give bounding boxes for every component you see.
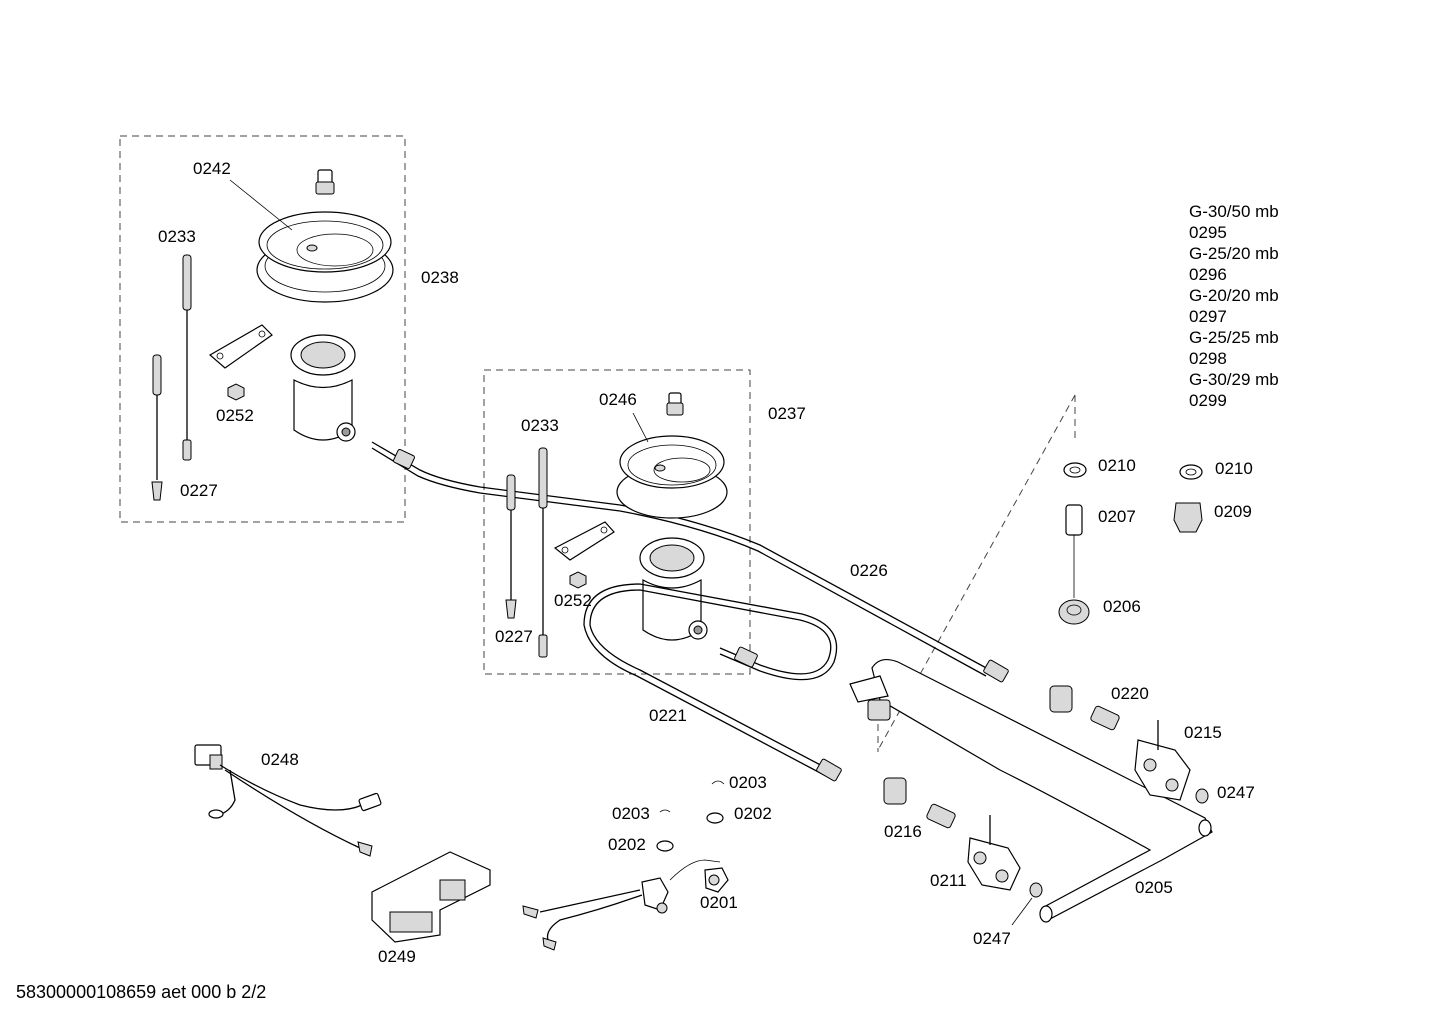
part-label-0247-a: 0247 bbox=[1217, 783, 1255, 802]
burner-body-a bbox=[290, 334, 356, 442]
part-label-0221: 0221 bbox=[649, 706, 687, 725]
legend-line: G-30/29 mb bbox=[1189, 370, 1279, 389]
legend-line: G-25/25 mb bbox=[1189, 328, 1279, 347]
bracket-a bbox=[208, 324, 273, 369]
washer-0247-a bbox=[1195, 788, 1209, 804]
nut-0252-a bbox=[227, 383, 245, 401]
fitting-0209 bbox=[1173, 502, 1203, 533]
part-label-0252-b: 0252 bbox=[554, 591, 592, 610]
nipple-0216 bbox=[883, 777, 956, 829]
injector-nozzle-top-b bbox=[666, 392, 684, 416]
gas-valve-0215 bbox=[1134, 720, 1191, 801]
thermocouple-0233-b bbox=[538, 447, 548, 658]
injector-bracket bbox=[849, 675, 891, 721]
part-label-0216: 0216 bbox=[884, 822, 922, 841]
part-label-0210-b: 0210 bbox=[1215, 459, 1253, 478]
washer-0247-b bbox=[1011, 882, 1043, 926]
ignition-module-0249 bbox=[371, 851, 491, 943]
part-label-0203-a: 0203 bbox=[729, 773, 767, 792]
burner-cap-0246 bbox=[616, 412, 728, 519]
washer-0210-b bbox=[1179, 464, 1203, 480]
gas-pipe-0221 bbox=[583, 583, 842, 782]
gas-type-legend: G-30/50 mb 0295 G-25/20 mb 0296 G-20/20 … bbox=[1189, 201, 1279, 411]
legend-line: 0295 bbox=[1189, 223, 1227, 242]
document-footer-id: 58300000108659 aet 000 b 2/2 bbox=[16, 982, 267, 1002]
ignition-switch-0201 bbox=[522, 859, 729, 951]
gas-valve-0211 bbox=[967, 815, 1021, 891]
part-label-0248: 0248 bbox=[261, 750, 299, 769]
legend-line: G-30/50 mb bbox=[1189, 202, 1279, 221]
manifold-pipe-0205 bbox=[871, 658, 1213, 923]
washer-0202 bbox=[656, 812, 724, 852]
legend-line: 0296 bbox=[1189, 265, 1227, 284]
legend-line: G-25/20 mb bbox=[1189, 244, 1279, 263]
part-label-0206: 0206 bbox=[1103, 597, 1141, 616]
part-label-0202-a: 0202 bbox=[734, 804, 772, 823]
part-label-0242: 0242 bbox=[193, 159, 231, 178]
part-label-0207: 0207 bbox=[1098, 507, 1136, 526]
part-label-0233-a: 0233 bbox=[158, 227, 196, 246]
ignition-electrode-0227-a bbox=[151, 354, 163, 501]
legend-line: 0299 bbox=[1189, 391, 1227, 410]
part-label-0249: 0249 bbox=[378, 947, 416, 966]
part-label-0227-b: 0227 bbox=[495, 627, 533, 646]
part-label-0201: 0201 bbox=[700, 893, 738, 912]
bracket-b bbox=[553, 521, 615, 561]
part-label-0252-a: 0252 bbox=[216, 406, 254, 425]
nut-0252-b bbox=[569, 571, 587, 589]
part-label-0215: 0215 bbox=[1184, 723, 1222, 742]
legend-line: 0297 bbox=[1189, 307, 1227, 326]
burner-group-0237-frame bbox=[483, 369, 751, 675]
part-label-0210-a: 0210 bbox=[1098, 456, 1136, 475]
part-label-0211: 0211 bbox=[930, 871, 967, 890]
part-label-0246: 0246 bbox=[599, 390, 637, 409]
legend-line: 0298 bbox=[1189, 349, 1227, 368]
part-label-0205: 0205 bbox=[1135, 878, 1173, 897]
part-label-0227-a: 0227 bbox=[180, 481, 218, 500]
wiring-harness-0248 bbox=[194, 744, 382, 857]
ignition-electrode-0227-b bbox=[505, 474, 517, 619]
burner-cap-0242 bbox=[229, 179, 394, 303]
part-label-0220: 0220 bbox=[1111, 684, 1149, 703]
nut-0206 bbox=[1058, 599, 1090, 625]
burner-body-b bbox=[639, 537, 708, 641]
nozzle-0207 bbox=[1065, 504, 1083, 598]
part-label-0203-b: 0203 bbox=[612, 804, 650, 823]
part-label-0202-b: 0202 bbox=[608, 835, 646, 854]
part-label-0209: 0209 bbox=[1214, 502, 1252, 521]
part-label-0233-b: 0233 bbox=[521, 416, 559, 435]
clip-0203 bbox=[659, 780, 725, 813]
thermocouple-0233-a bbox=[182, 254, 192, 461]
part-label-0247-b: 0247 bbox=[973, 929, 1011, 948]
washer-0210-a bbox=[1063, 462, 1087, 478]
injector-nozzle-top-a bbox=[315, 169, 335, 195]
part-label-0238: 0238 bbox=[421, 268, 459, 287]
part-label-0237: 0237 bbox=[768, 404, 806, 423]
legend-line: G-20/20 mb bbox=[1189, 286, 1279, 305]
nipple-0220 bbox=[1049, 685, 1120, 731]
part-label-0226: 0226 bbox=[850, 561, 888, 580]
